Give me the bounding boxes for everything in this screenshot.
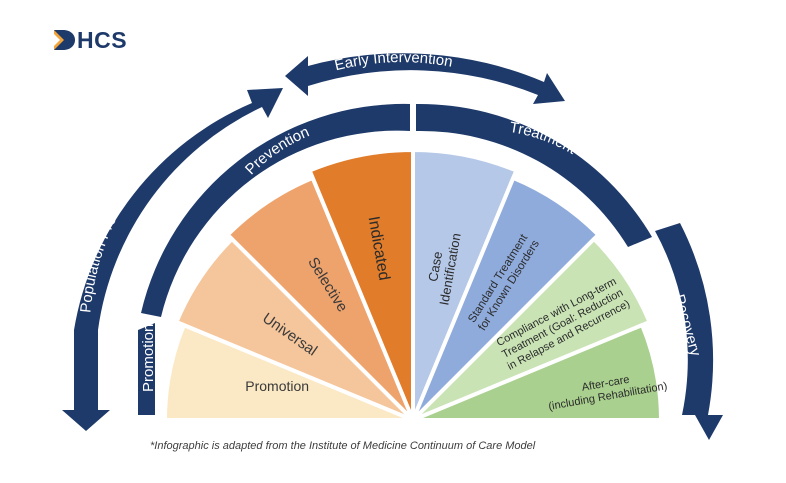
early-intervention-arrow [285, 53, 565, 104]
treatment-band [416, 103, 652, 248]
dhcs-logo: HCS [52, 27, 127, 53]
dhcs-logo-mark-icon [54, 30, 75, 50]
wedge-label-line: Promotion [245, 378, 309, 394]
band-label-promotion: Promotion [140, 324, 157, 392]
population-prevention-arrow [62, 88, 283, 431]
wedge-compliance [411, 236, 652, 422]
logo-text: HCS [77, 26, 128, 53]
wedge-label-line: Case [425, 250, 445, 283]
recovery-arrow-head [695, 415, 723, 440]
promotion-band [138, 323, 155, 415]
prevention-band [141, 103, 410, 318]
wedge-after-care [411, 323, 663, 422]
wedge-label-promotion: Promotion [245, 378, 309, 394]
recovery-band [655, 223, 714, 415]
footnote: *Infographic is adapted from the Institu… [150, 440, 536, 452]
wedge-standard-treatment [411, 175, 601, 422]
